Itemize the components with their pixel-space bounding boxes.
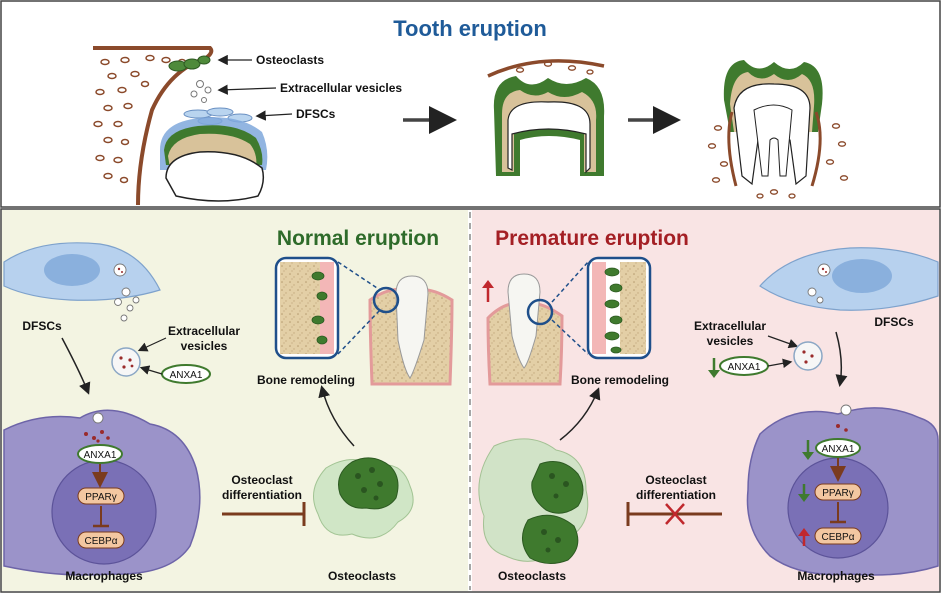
premature-macrophages-label: Macrophages bbox=[797, 569, 875, 583]
normal-tooth-in-bone bbox=[368, 275, 454, 386]
premature-dfsc-cell bbox=[759, 247, 939, 311]
premature-inhibit-line bbox=[830, 502, 846, 524]
normal-bone-inset bbox=[274, 256, 340, 360]
svg-text:DFSCs: DFSCs bbox=[296, 107, 336, 121]
premature-eruption-panel: Premature eruption Bone remodeling bbox=[478, 227, 939, 583]
premature-cell-anxa1: ANXA1 bbox=[815, 438, 861, 458]
premature-dfscs-label: DFSCs bbox=[874, 315, 914, 329]
svg-text:Osteoclasts: Osteoclasts bbox=[256, 53, 324, 67]
svg-text:CEBPα: CEBPα bbox=[84, 536, 117, 547]
premature-anxa1-tag: ANXA1 bbox=[719, 356, 769, 376]
erupting-tooth-illustration bbox=[487, 59, 605, 176]
premature-ppar-box: PPARγ bbox=[814, 483, 862, 501]
svg-text:PPARγ: PPARγ bbox=[85, 492, 117, 503]
normal-vesicles-label-2: vesicles bbox=[181, 339, 228, 353]
top-panel: Tooth eruption bbox=[0, 0, 941, 208]
premature-vesicles-label-1: Extracellular bbox=[694, 319, 766, 333]
normal-eruption-panel: Normal eruption DFSCs Extracellular vesi… bbox=[3, 227, 454, 583]
normal-osteoclast-diff-label-2: differentiation bbox=[222, 488, 302, 502]
normal-vesicles-label-1: Extracellular bbox=[168, 324, 240, 338]
normal-anxa1-tag: ANXA1 bbox=[161, 364, 211, 384]
premature-anxa1-down-arrow bbox=[708, 358, 720, 378]
normal-dfsc-cell bbox=[3, 242, 161, 322]
premature-osteoclasts-label: Osteoclasts bbox=[498, 569, 566, 583]
blocked-cross-icon bbox=[665, 503, 685, 525]
normal-cebp-box: CEBPα bbox=[77, 531, 125, 549]
premature-tooth-in-bone bbox=[486, 273, 564, 386]
svg-text:ANXA1: ANXA1 bbox=[822, 444, 855, 455]
svg-text:ANXA1: ANXA1 bbox=[728, 362, 761, 373]
premature-bone-inset bbox=[586, 256, 652, 360]
premature-cebp-box: CEBPα bbox=[814, 527, 862, 545]
tooth-eruption-title: Tooth eruption bbox=[393, 16, 547, 41]
normal-macrophages-label: Macrophages bbox=[65, 569, 143, 583]
normal-dfscs-label: DFSCs bbox=[22, 319, 62, 333]
premature-osteoclast-diff-label-2: differentiation bbox=[636, 488, 716, 502]
normal-osteoclasts-label: Osteoclasts bbox=[328, 569, 396, 583]
premature-vesicle bbox=[793, 341, 823, 371]
premature-osteoclasts bbox=[478, 438, 589, 564]
developing-tooth-illustration bbox=[93, 46, 268, 206]
svg-text:Extracellular vesicles: Extracellular vesicles bbox=[280, 81, 402, 95]
premature-eruption-title: Premature eruption bbox=[495, 227, 689, 250]
premature-bone-remodeling-label: Bone remodeling bbox=[571, 373, 669, 387]
erupted-tooth-illustration bbox=[707, 60, 849, 199]
premature-cebp-up-arrow bbox=[798, 528, 810, 546]
svg-text:ANXA1: ANXA1 bbox=[84, 450, 117, 461]
svg-text:ANXA1: ANXA1 bbox=[170, 370, 203, 381]
premature-tooth-up-arrow bbox=[482, 280, 494, 302]
top-label-dfscs: DFSCs bbox=[255, 107, 336, 121]
normal-osteoclasts bbox=[313, 457, 414, 539]
normal-cell-anxa1: ANXA1 bbox=[77, 444, 123, 464]
normal-eruption-title: Normal eruption bbox=[277, 227, 439, 250]
normal-inhibit-line bbox=[93, 506, 109, 528]
svg-text:CEBPα: CEBPα bbox=[821, 532, 854, 543]
normal-ppar-box: PPARγ bbox=[77, 487, 125, 505]
normal-bone-remodeling-label: Bone remodeling bbox=[257, 373, 355, 387]
normal-vesicle bbox=[111, 347, 141, 377]
top-label-osteoclasts: Osteoclasts bbox=[217, 53, 324, 67]
premature-vesicles-label-2: vesicles bbox=[707, 334, 754, 348]
premature-ppar-down-arrow bbox=[798, 484, 810, 502]
top-label-vesicles: Extracellular vesicles bbox=[217, 81, 402, 95]
premature-osteoclast-diff-label-1: Osteoclast bbox=[645, 473, 706, 487]
normal-osteoclast-diff-label-1: Osteoclast bbox=[231, 473, 292, 487]
svg-text:PPARγ: PPARγ bbox=[822, 488, 854, 499]
premature-anxa1-cell-down-arrow bbox=[802, 440, 814, 460]
normal-inhibition-arrow bbox=[222, 502, 306, 526]
